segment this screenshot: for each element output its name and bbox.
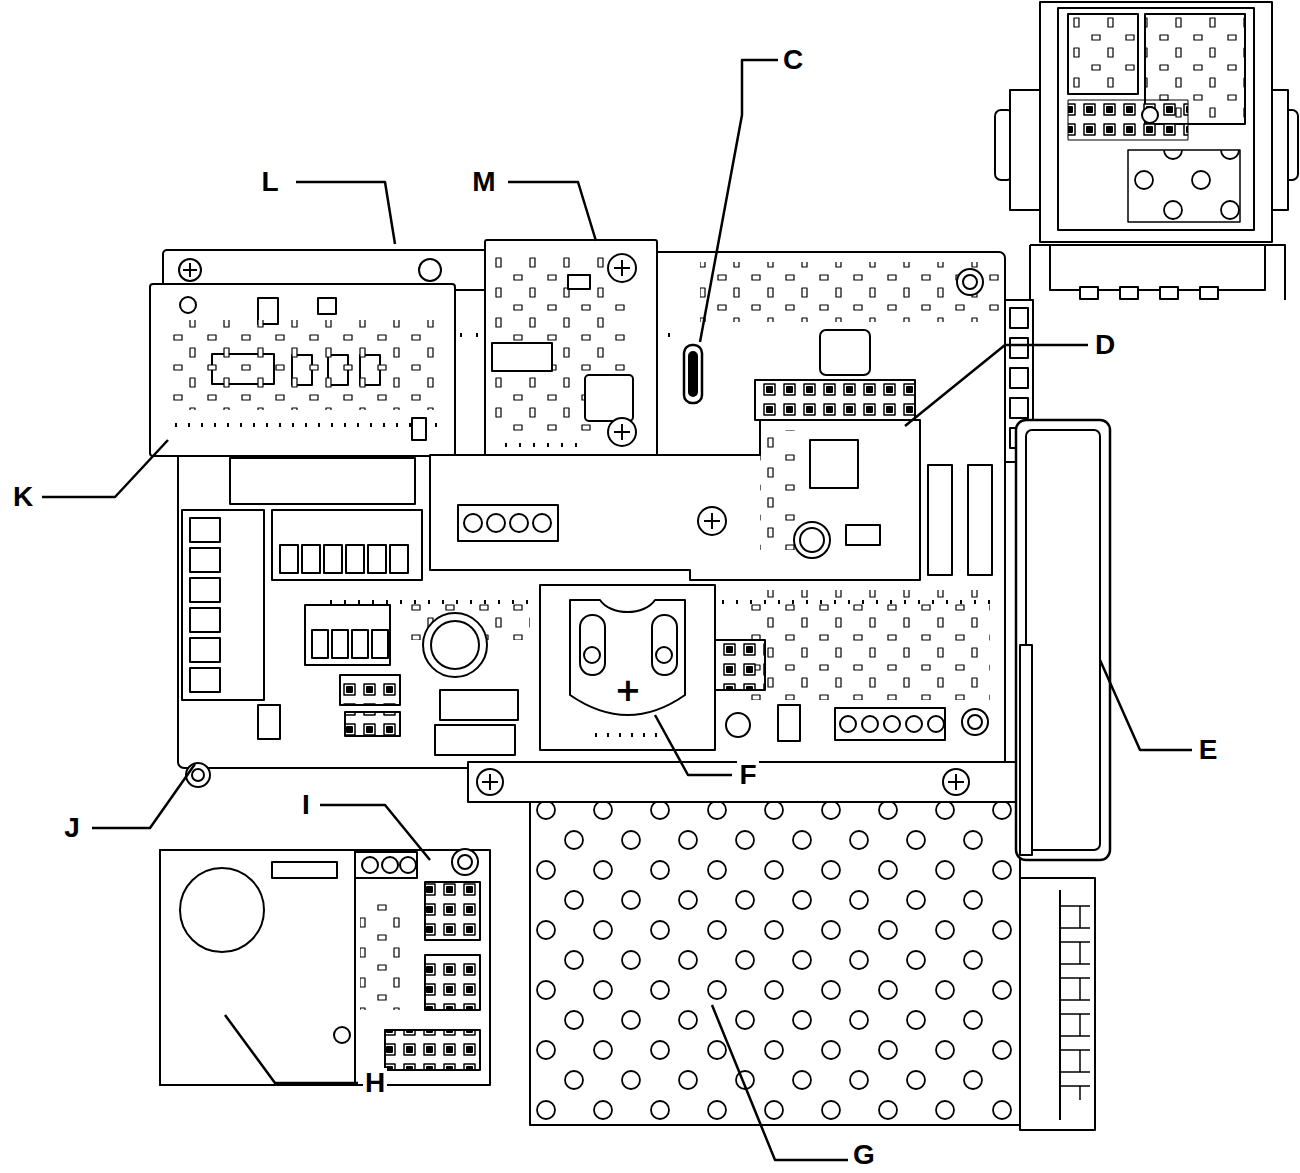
- polarity-mark: +: [613, 674, 644, 706]
- callout-letter: I: [300, 790, 312, 820]
- k-module: [150, 284, 455, 504]
- m-module: [485, 240, 657, 465]
- callout-letter: L: [259, 167, 280, 197]
- callout-letter: G: [851, 1140, 877, 1170]
- inset-enclosure: [995, 2, 1298, 300]
- standoffs: [186, 269, 988, 787]
- callout-letter: J: [62, 813, 82, 843]
- h-module: [160, 849, 490, 1085]
- callout-letter: F: [737, 760, 758, 790]
- callout-letter: M: [470, 167, 497, 197]
- power-supply: [468, 762, 1095, 1130]
- leader-lines: [42, 60, 1192, 1160]
- main-pcb: [163, 250, 1005, 768]
- usb-connector: [684, 345, 702, 403]
- callout-letter: C: [781, 45, 805, 75]
- callout-letter: D: [1093, 330, 1117, 360]
- side-module: [1016, 420, 1110, 860]
- terminal-blocks: [182, 300, 1033, 755]
- callout-letter: K: [11, 482, 35, 512]
- callout-letter: H: [363, 1068, 387, 1098]
- shield-bracket: [430, 330, 920, 580]
- battery-holder: [540, 585, 715, 750]
- callout-letter: E: [1197, 735, 1220, 765]
